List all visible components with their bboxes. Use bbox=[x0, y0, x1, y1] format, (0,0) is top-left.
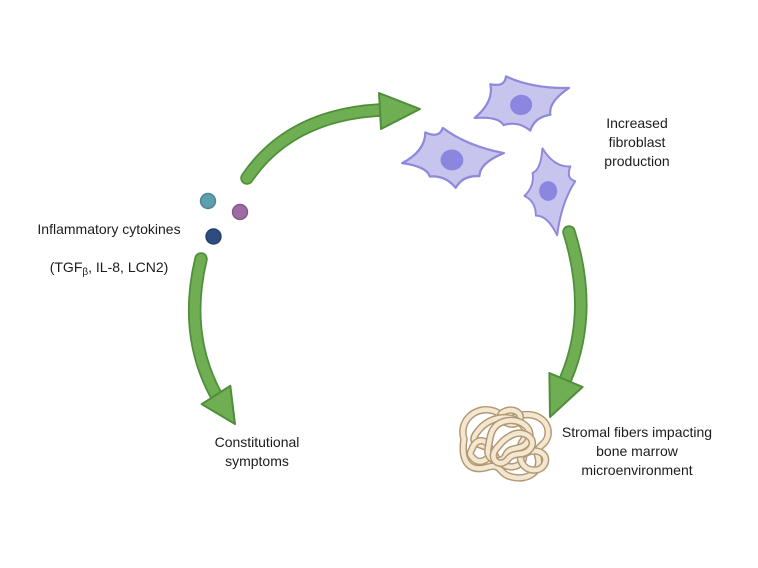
fibroblast-cell-icon bbox=[399, 124, 507, 193]
arrow-fibroblasts-to-stromal-icon bbox=[548, 225, 588, 418]
fibroblast-cell-icon bbox=[468, 66, 576, 140]
tgf-text: (TGF bbox=[49, 259, 83, 275]
cytokine-dot-teal-icon bbox=[199, 192, 217, 210]
arrow-cytokines-to-symptoms-icon bbox=[187, 252, 236, 425]
arrow-cytokines-to-fibroblasts-icon bbox=[240, 92, 421, 185]
inflammatory-cytokines-label: Inflammatory cytokines (TGFβ, IL-8, LCN2… bbox=[19, 201, 199, 296]
inflammatory-cytokines-line1: Inflammatory cytokines bbox=[37, 221, 181, 237]
arrow-head bbox=[200, 384, 236, 425]
arrow-shaft bbox=[242, 105, 385, 183]
cytokine-dots-icon bbox=[199, 192, 249, 245]
cytokine-dot-navy-icon bbox=[205, 228, 222, 245]
cytokine-dot-purple-icon bbox=[231, 203, 249, 221]
fibroblast-cells-icon bbox=[399, 66, 577, 237]
arrow-head bbox=[378, 92, 421, 130]
inflammatory-cytokines-line2: (TGFβ, IL-8, LCN2) bbox=[19, 258, 199, 278]
arrow-head bbox=[548, 372, 584, 418]
stromal-fibers-label: Stromal fibers impacting bone marrow mic… bbox=[561, 424, 713, 478]
cytokine-list-text: , IL-8, LCN2) bbox=[88, 259, 169, 275]
arrow-shaft bbox=[561, 227, 586, 383]
stromal-fiber-ball-icon bbox=[463, 410, 548, 478]
tgf-beta-subscript: β bbox=[82, 267, 89, 278]
constitutional-symptoms-label: Constitutional symptoms bbox=[214, 434, 300, 469]
arrow-shaft bbox=[189, 254, 221, 400]
increased-fibroblast-production-label: Increased fibroblast production bbox=[604, 115, 670, 169]
